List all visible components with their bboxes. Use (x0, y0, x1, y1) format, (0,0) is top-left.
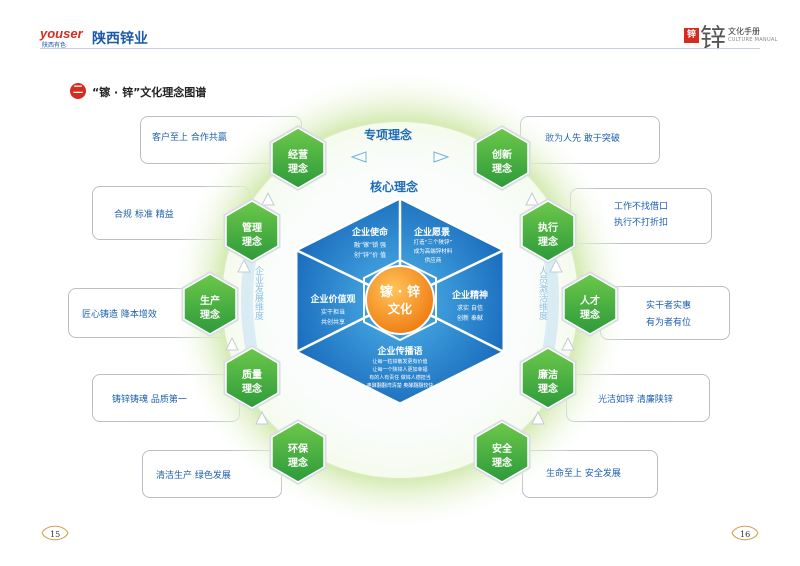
text-zhixing-2: 执行不打折扣 (614, 218, 669, 228)
sector-vision-line3: 供应商 (424, 258, 442, 264)
page-number-right: 16 (740, 530, 751, 539)
brand-logo-latin: youser (40, 26, 83, 41)
text-shengchan: 匠心铸造 降本增效 (82, 310, 157, 320)
hex-chuangxin-label1: 创新 (492, 150, 512, 161)
header-divider (40, 48, 760, 49)
text-zhiliang: 铸锌铸魂 品质第一 (112, 395, 187, 405)
hex-anquan-label1: 安全 (492, 444, 512, 455)
handbook-glyph: 锌 (700, 24, 727, 54)
hex-huanbao-label2: 理念 (288, 458, 308, 469)
sector-values-title: 企业价值观 (310, 295, 356, 305)
connector-arrows-right (525, 191, 575, 425)
right-dimension-label: 人员激活维度 (537, 266, 547, 320)
sector-values-line1: 实干担当 (320, 309, 345, 316)
hex-lianjie-label1: 廉洁 (538, 370, 558, 381)
sector-slogan-line3: 有的人有责任 做锌人德担当 (369, 375, 431, 381)
hex-rencai-label1: 人才 (580, 296, 600, 307)
connector-arrows-left (225, 191, 275, 425)
page-ornament-right (731, 525, 759, 541)
center-title: 镓 · 锌 (380, 285, 420, 300)
section-number-badge: 二 (70, 83, 86, 99)
sector-spirit-title: 企业精神 (451, 291, 488, 301)
sector-vision-line2: 成为高端锌材料 (413, 249, 453, 255)
sector-mission-title: 企业使命 (351, 228, 388, 238)
handbook-subtitle: CULTURE MANUAL (728, 37, 778, 43)
hex-rencai-label2: 理念 (580, 310, 600, 321)
hex-chuangxin-label2: 理念 (492, 164, 512, 175)
band-core: 核心理念 (370, 180, 419, 194)
hex-zhixing (521, 200, 575, 262)
band-special: 专项理念 (364, 128, 413, 142)
hex-jingying (271, 127, 325, 189)
hex-shengchan-label2: 理念 (200, 310, 220, 321)
text-chuangxin: 敢为人先 敢于突破 (545, 134, 620, 144)
arrow-icons (350, 151, 450, 163)
hex-guanli-label1: 管理 (242, 223, 262, 234)
hex-zhiliang (225, 347, 279, 409)
hex-chuangxin (475, 127, 529, 189)
hex-guanli-label2: 理念 (242, 237, 262, 248)
sector-mission-line2: 创“锌”价 值 (353, 252, 387, 259)
text-rencai-1: 实干者实惠 (646, 301, 692, 311)
hex-zhixing-label2: 理念 (538, 237, 558, 248)
hex-rencai (563, 273, 617, 335)
hex-zhixing-label1: 执行 (538, 223, 558, 234)
company-name: 陕西锌业 (92, 31, 148, 47)
hex-zhiliang-label2: 理念 (242, 384, 262, 395)
page-number-left: 15 (50, 530, 61, 539)
sector-slogan-line1: 让每一粒锌散发更有价值 (372, 359, 428, 365)
hex-jingying-label2: 理念 (288, 164, 308, 175)
text-lianjie: 光洁如锌 清廉陕锌 (598, 395, 673, 405)
section-title: “镓 · 锌”文化理念图谱 (92, 86, 207, 99)
text-jingying: 客户至上 合作共赢 (152, 133, 227, 143)
hex-huanbao-label1: 环保 (288, 444, 308, 455)
brand-logo-sub: 陕西有色 (42, 42, 67, 49)
text-huanbao: 清洁生产 绿色发展 (156, 471, 231, 481)
center-subtitle: 文化 (387, 302, 412, 316)
sector-mission-line1: 融“镓”锁 强 (353, 242, 387, 249)
hex-huanbao (271, 421, 325, 483)
sector-slogan-title: 企业传播语 (377, 347, 423, 357)
text-guanli: 合规 标准 精益 (114, 210, 174, 220)
text-rencai-2: 有为者有位 (646, 318, 692, 328)
text-anquan: 生命至上 安全发展 (546, 469, 621, 479)
handbook-badge: 锌 (684, 28, 699, 43)
page-ornament-left (41, 525, 69, 541)
sector-spirit-line1: 求实 自信 (457, 305, 483, 312)
hex-shengchan (183, 273, 237, 335)
hex-guanli (225, 200, 279, 262)
sector-slogan-line2: 让每一个陕锌人更加幸福 (372, 367, 428, 373)
sector-values-line2: 共创共享 (320, 319, 345, 326)
hex-anquan (475, 421, 529, 483)
hex-shengchan-label1: 生产 (200, 296, 220, 307)
sector-slogan-line4: 奥酵翻翻湾清楚 奥酵翻翻较快 (366, 383, 434, 389)
center-circle (365, 265, 435, 335)
sector-vision-line1: 打造“三个陕锌” (413, 240, 453, 246)
left-dimension-label: 企业发展维度 (253, 266, 263, 320)
hex-lianjie-label2: 理念 (538, 384, 558, 395)
hex-lianjie (521, 347, 575, 409)
hex-anquan-label2: 理念 (492, 458, 512, 469)
hex-jingying-label1: 经营 (288, 150, 308, 161)
sector-spirit-line2: 创新 奉献 (457, 315, 483, 322)
text-zhixing-1: 工作不找借口 (614, 202, 669, 212)
handbook-title: 文化手册 (728, 27, 760, 36)
hex-zhiliang-label1: 质量 (242, 370, 262, 381)
sector-vision-title: 企业愿景 (413, 228, 450, 238)
